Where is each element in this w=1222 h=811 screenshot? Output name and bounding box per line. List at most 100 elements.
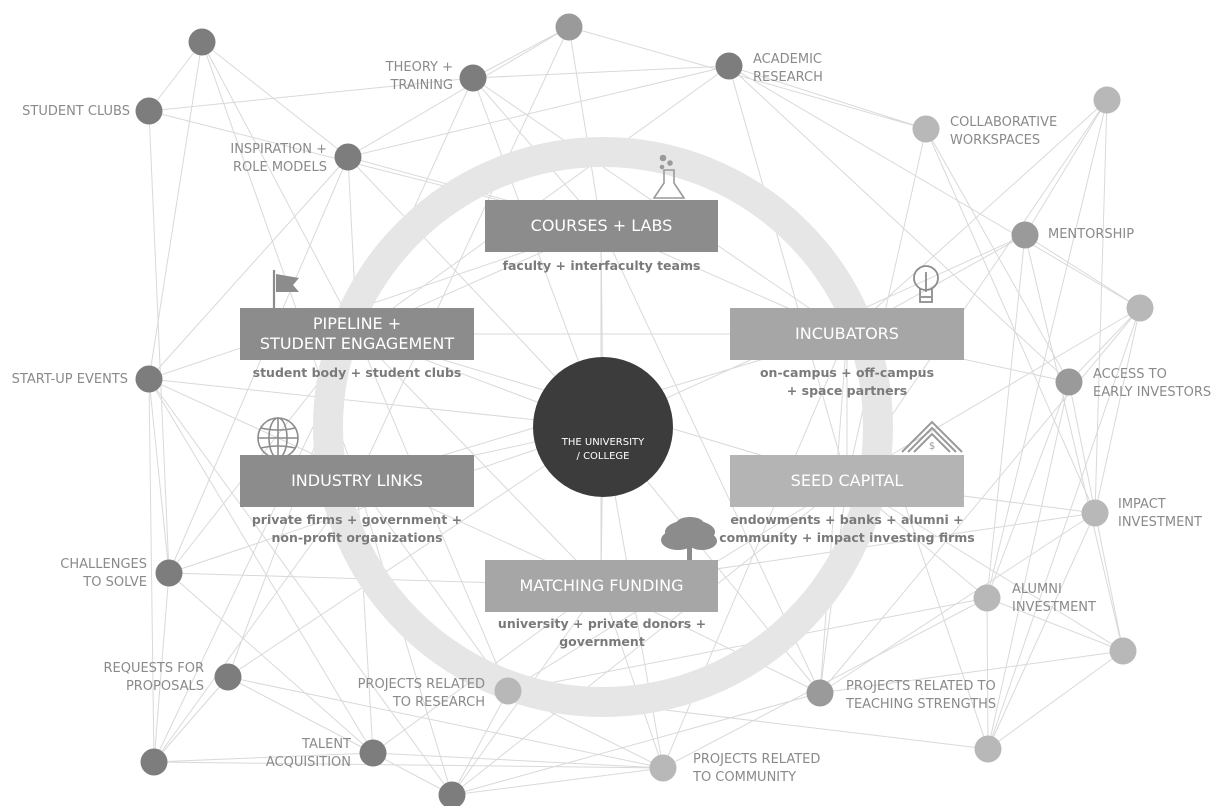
academic-research-line1: ACADEMIC	[753, 52, 822, 67]
rfp-line1: REQUESTS FOR	[103, 661, 204, 676]
center-label-line2: / COLLEGE	[576, 451, 630, 462]
network-edge	[148, 77, 474, 112]
projects-community-line2: TO COMMUNITY	[693, 770, 797, 785]
theory-training-line2: TRAINING	[390, 78, 453, 93]
network-edge	[168, 156, 349, 574]
network-node-dot	[1081, 499, 1109, 527]
node-label-early-investors: ACCESS TO EARLY INVESTORS	[1093, 366, 1211, 402]
industry-links-subtitle: private firms + government + non-profit …	[207, 511, 507, 547]
academic-research-line2: RESEARCH	[753, 70, 823, 85]
alumni-line2: INVESTMENT	[1012, 600, 1096, 615]
network-edge	[987, 381, 1070, 750]
network-edge	[728, 65, 1141, 309]
node-label-collaborative-workspaces: COLLABORATIVE WORKSPACES	[950, 114, 1057, 150]
network-edge	[451, 690, 509, 796]
network-edge	[846, 128, 927, 482]
network-edge	[148, 378, 604, 428]
node-label-challenges: CHALLENGES TO SOLVE	[60, 556, 147, 592]
network-edge	[148, 378, 155, 763]
network-edge	[846, 99, 1108, 335]
network-edge	[347, 26, 570, 158]
network-node-dot	[359, 739, 387, 767]
network-edge	[986, 234, 1026, 599]
industry-links-box	[240, 455, 474, 507]
courses-labs-sub1: faculty + interfaculty teams	[502, 258, 701, 273]
rfp-line2: PROPOSALS	[125, 679, 204, 694]
incubators-sub2: + space partners	[786, 383, 908, 398]
node-label-theory-training: THEORY + TRAINING	[386, 59, 453, 95]
network-node-dot	[188, 28, 216, 56]
node-label-projects-community: PROJECTS RELATED TO COMMUNITY	[693, 751, 820, 787]
network-node-dot	[649, 754, 677, 782]
network-node-dot	[974, 735, 1002, 763]
node-label-talent: TALENT ACQUISITION	[266, 736, 351, 772]
courses-labs-title: COURSES + LABS	[530, 216, 673, 235]
network-edge	[148, 378, 453, 796]
university-center-label: THE UNIVERSITY / COLLEGE	[533, 436, 673, 464]
network-edge	[1094, 99, 1108, 514]
network-node-dot	[135, 97, 163, 125]
impact-line1: IMPACT	[1118, 497, 1166, 512]
network-edge	[148, 41, 203, 112]
node-label-projects-teaching: PROJECTS RELATED TO TEACHING STRENGTHS	[846, 678, 996, 714]
courses-labs-box	[485, 200, 718, 252]
globe-icon	[257, 417, 299, 459]
network-node-dot	[1126, 294, 1154, 322]
network-nodes	[135, 13, 1154, 809]
network-node-dot	[1109, 637, 1137, 665]
network-edge	[568, 26, 927, 130]
seed-capital-subtitle: endowments + banks + alumni + community …	[697, 511, 997, 547]
network-node-dot	[155, 559, 183, 587]
projects-research-line1: PROJECTS RELATED	[357, 677, 485, 692]
network-edge	[356, 480, 509, 692]
network-node-dot	[438, 781, 466, 809]
network-edge	[472, 26, 570, 79]
network-edge	[925, 128, 1070, 383]
network-edge	[728, 65, 1070, 383]
early-investors-line2: EARLY INVESTORS	[1093, 385, 1212, 400]
industry-sub2: non-profit organizations	[271, 530, 443, 545]
lightbulb-icon	[913, 265, 939, 303]
network-edge	[987, 650, 1124, 750]
network-edge	[568, 26, 602, 227]
network-node-dot	[912, 115, 940, 143]
network-edge	[600, 585, 664, 769]
network-node-dot	[555, 13, 583, 41]
network-edge	[819, 650, 1124, 694]
node-label-rfp: REQUESTS FOR PROPOSALS	[103, 660, 204, 696]
node-label-projects-research: PROJECTS RELATED TO RESEARCH	[358, 676, 485, 712]
network-edge	[356, 333, 509, 692]
incubators-subtitle: on-campus + off-campus + space partners	[697, 364, 997, 400]
node-label-academic-research: ACADEMIC RESEARCH	[753, 51, 823, 87]
industry-sub1: private firms + government +	[251, 512, 463, 527]
alumni-line1: ALUMNI	[1012, 582, 1062, 597]
svg-text:$: $	[929, 441, 935, 452]
network-edge	[148, 110, 170, 574]
node-label-impact-investment: IMPACT INVESTMENT	[1118, 496, 1202, 532]
challenges-line2: TO SOLVE	[83, 575, 147, 590]
network-edge	[846, 307, 1141, 482]
seed-sub2: community + impact investing firms	[719, 530, 975, 545]
mentorship-text: MENTORSHIP	[1048, 227, 1135, 242]
node-label-alumni-investment: ALUMNI INVESTMENT	[1012, 581, 1096, 617]
seed-capital-box	[730, 455, 964, 507]
projects-teaching-line2: TEACHING STRENGTHS	[846, 697, 997, 712]
pipeline-title-line1: PIPELINE +	[312, 314, 402, 333]
network-edge	[987, 512, 1096, 750]
matching-sub2: government	[559, 634, 645, 649]
network-edge	[201, 41, 349, 158]
pipeline-sub1: student body + student clubs	[252, 365, 462, 380]
impact-line2: INVESTMENT	[1118, 515, 1202, 530]
node-label-inspiration: INSPIRATION + ROLE MODELS	[230, 141, 327, 177]
network-edge	[986, 597, 1124, 652]
network-edge	[451, 480, 848, 796]
challenges-line1: CHALLENGES	[60, 557, 147, 572]
network-edge	[986, 99, 1108, 599]
talent-line2: ACQUISITION	[265, 755, 351, 770]
network-edge	[201, 41, 358, 335]
pipeline-subtitle: student body + student clubs	[207, 364, 507, 382]
projects-community-line1: PROJECTS RELATED	[693, 752, 821, 767]
network-edge	[153, 480, 358, 763]
network-node-dot	[494, 677, 522, 705]
